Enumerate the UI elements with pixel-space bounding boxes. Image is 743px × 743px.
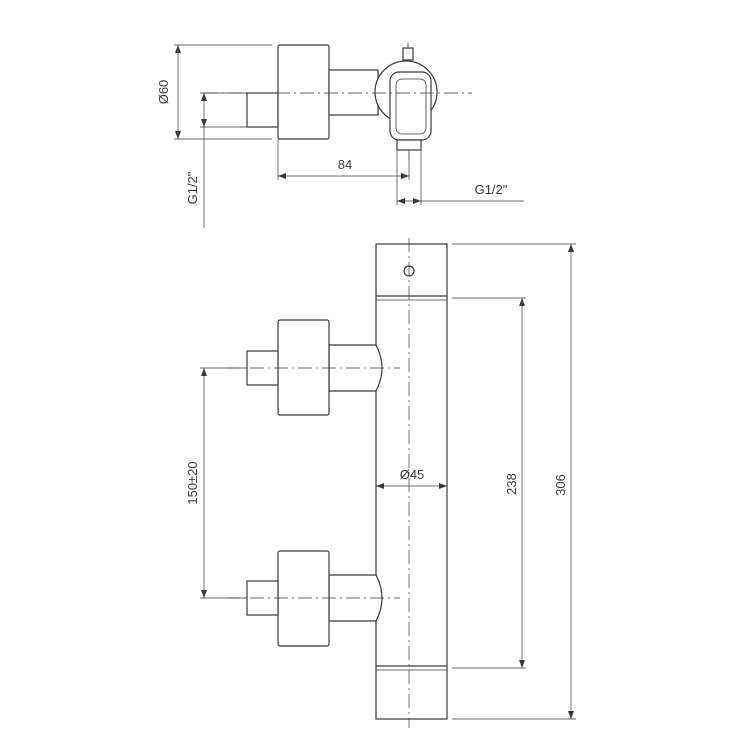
top-knob bbox=[402, 47, 414, 61]
arrow bbox=[568, 244, 574, 252]
arrow bbox=[519, 298, 525, 306]
arrow bbox=[376, 483, 384, 489]
arrow bbox=[201, 119, 207, 127]
top-handle-inner bbox=[395, 78, 427, 135]
arrow bbox=[201, 590, 207, 598]
top-inlet-stub bbox=[246, 92, 279, 128]
spacing-label: 150±20 bbox=[185, 461, 200, 504]
arrow bbox=[401, 173, 409, 179]
arrow bbox=[175, 45, 181, 53]
diameter-60-label: Ø60 bbox=[156, 80, 171, 105]
top-rosette bbox=[277, 44, 330, 140]
front-view: 150±20 Ø45 238 306 bbox=[185, 238, 576, 728]
arrow bbox=[278, 173, 286, 179]
length-84-label: 84 bbox=[338, 157, 352, 172]
arrow bbox=[201, 368, 207, 376]
arrow bbox=[397, 198, 405, 204]
total-height-label: 306 bbox=[553, 474, 568, 496]
outlet-thread-label: G1/2" bbox=[475, 182, 508, 197]
top-view: Ø60 G1/2" 84 G1/2" bbox=[156, 43, 524, 228]
inner-height-label: 238 bbox=[504, 473, 519, 495]
arrow bbox=[568, 711, 574, 719]
arrow bbox=[519, 660, 525, 668]
arrow bbox=[175, 131, 181, 139]
arrow bbox=[201, 93, 207, 101]
inlet-thread-label: G1/2" bbox=[185, 171, 200, 204]
lower-rosette bbox=[277, 550, 330, 647]
upper-rosette bbox=[277, 319, 330, 416]
top-outlet bbox=[396, 139, 422, 151]
top-arm bbox=[328, 69, 379, 116]
arrow bbox=[413, 198, 421, 204]
body-diameter-label: Ø45 bbox=[400, 467, 425, 482]
arrow bbox=[439, 483, 447, 489]
body-tube bbox=[375, 243, 448, 720]
